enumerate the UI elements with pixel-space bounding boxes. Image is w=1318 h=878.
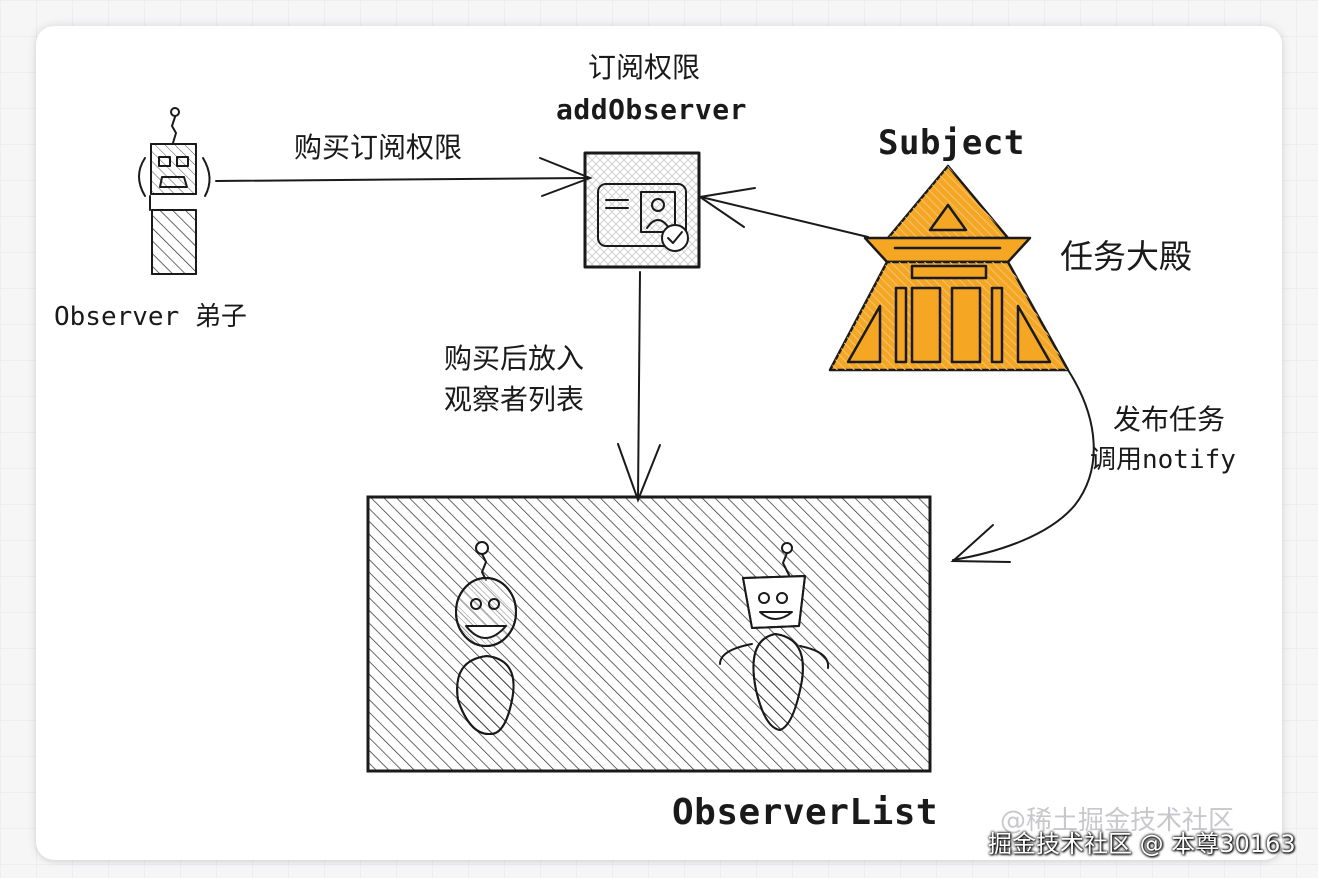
observer-robot-round-icon <box>455 541 517 736</box>
publish-label-line2: 调用notify <box>1090 445 1236 475</box>
mission-hall-label: 任务大殿 <box>1060 237 1192 276</box>
arrow-buy-subscription <box>215 157 593 197</box>
subscription-method-label: addObserver <box>556 93 747 126</box>
arrow-subject-to-subscription <box>697 187 869 238</box>
publish-label-line1: 发布任务 <box>1113 403 1226 436</box>
watermark-overlay: 掘金技术社区 @ 本尊30163 <box>988 830 1296 858</box>
subject-label: Subject <box>878 123 1025 163</box>
subscription-title-label: 订阅权限 <box>588 51 701 84</box>
observer-robot-icon <box>138 107 211 275</box>
observer-robot-square-icon <box>719 542 830 731</box>
temple-icon <box>828 164 1070 372</box>
observer-list-box <box>366 495 932 773</box>
watermark-faint: @稀土掘金技术社区 <box>1000 806 1235 836</box>
buy-subscription-label: 购买订阅权限 <box>294 131 463 164</box>
arrow-notify-observers <box>950 369 1095 563</box>
subscription-card-icon <box>583 151 701 269</box>
observer-list-label: ObserverList <box>672 792 939 833</box>
add-to-list-label-line1: 购买后放入 <box>444 342 585 375</box>
arrow-add-to-observer-list <box>617 271 661 503</box>
add-to-list-label-line2: 观察者列表 <box>444 383 585 416</box>
observer-label: Observer 弟子 <box>54 302 247 332</box>
